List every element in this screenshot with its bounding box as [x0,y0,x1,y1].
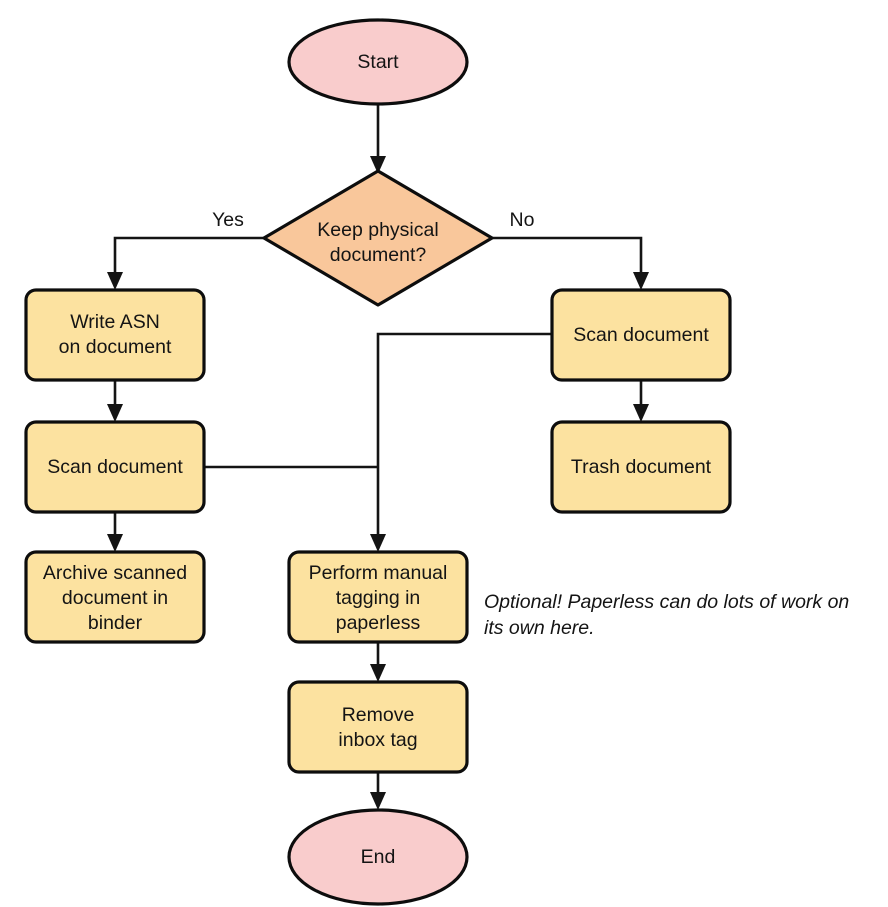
edge-scan-left-to-archive [107,512,123,552]
edge-decision-to-write-asn: Yes [107,209,264,290]
process-box-shape[interactable] [550,420,732,514]
scan-document-right-label: Scan document [573,324,709,346]
arrowhead-icon [107,404,123,422]
node-write-asn-on-document[interactable]: Write ASN on document [24,288,206,382]
process-box-shape[interactable] [287,680,469,774]
node-end[interactable]: End [287,808,469,906]
edge-remove-inbox-to-end [370,772,386,810]
arrowhead-icon [370,534,386,552]
node-remove-inbox-tag[interactable]: Remove inbox tag [287,680,469,774]
tagging-label-line2: tagging in [336,587,421,609]
trash-document-label: Trash document [571,456,712,478]
edge-line [376,332,552,543]
node-start[interactable]: Start [287,18,469,106]
scan-document-left-label: Scan document [47,456,183,478]
write-asn-label-line2: on document [59,336,172,358]
edge-decision-to-scan-right: No [492,209,649,290]
node-archive-scanned-document-in-binder[interactable]: Archive scanned document in binder [24,550,206,644]
end-label: End [361,846,396,868]
annotation-optional-paperless: Optional! Paperless can do lots of work … [484,591,849,639]
process-box-shape[interactable] [24,420,206,514]
edge-layer: Yes No [107,104,649,810]
edge-line [492,236,643,281]
edge-line [113,236,264,281]
decision-label-line2: document? [330,244,427,266]
node-trash-document[interactable]: Trash document [550,420,732,514]
arrowhead-icon [107,534,123,552]
arrowhead-icon [107,272,123,290]
tagging-label-line3: paperless [336,612,421,634]
archive-label-line2: document in [62,587,168,609]
arrowhead-icon [633,272,649,290]
node-layer: Start Keep physical document? Write ASN … [24,18,732,906]
process-box-shape[interactable] [550,288,732,382]
tagging-label-line1: Perform manual [309,562,448,584]
edge-scan-right-to-tagging [370,332,552,552]
edge-label-yes: Yes [212,209,244,231]
start-label: Start [357,51,399,73]
edge-start-to-decision [370,104,386,174]
remove-inbox-label-line1: Remove [342,704,415,726]
annotation-line1: Optional! Paperless can do lots of work … [484,591,849,613]
process-box-shape[interactable] [24,550,206,644]
edge-scan-right-to-trash [633,380,649,422]
arrowhead-icon [370,664,386,682]
archive-label-line3: binder [88,612,143,634]
edge-label-no: No [510,209,535,231]
process-box-shape[interactable] [287,550,469,644]
arrowhead-icon [370,156,386,174]
write-asn-label-line1: Write ASN [70,311,160,333]
arrowhead-icon [633,404,649,422]
node-decision-keep-physical-document[interactable]: Keep physical document? [262,169,494,307]
edge-tagging-to-remove-inbox [370,642,386,682]
arrowhead-icon [370,792,386,810]
process-box-shape[interactable] [24,288,206,382]
start-terminator-shape[interactable] [287,18,469,106]
edge-write-asn-to-scan-left [107,380,123,422]
node-perform-manual-tagging-in-paperless[interactable]: Perform manual tagging in paperless [287,550,469,644]
remove-inbox-label-line2: inbox tag [338,729,417,751]
end-terminator-shape[interactable] [287,808,469,906]
node-scan-document-right[interactable]: Scan document [550,288,732,382]
decision-label-line1: Keep physical [317,219,438,241]
decision-diamond-shape[interactable] [262,169,494,307]
archive-label-line1: Archive scanned [43,562,187,584]
annotation-line2: its own here. [484,617,595,639]
node-scan-document-left[interactable]: Scan document [24,420,206,514]
